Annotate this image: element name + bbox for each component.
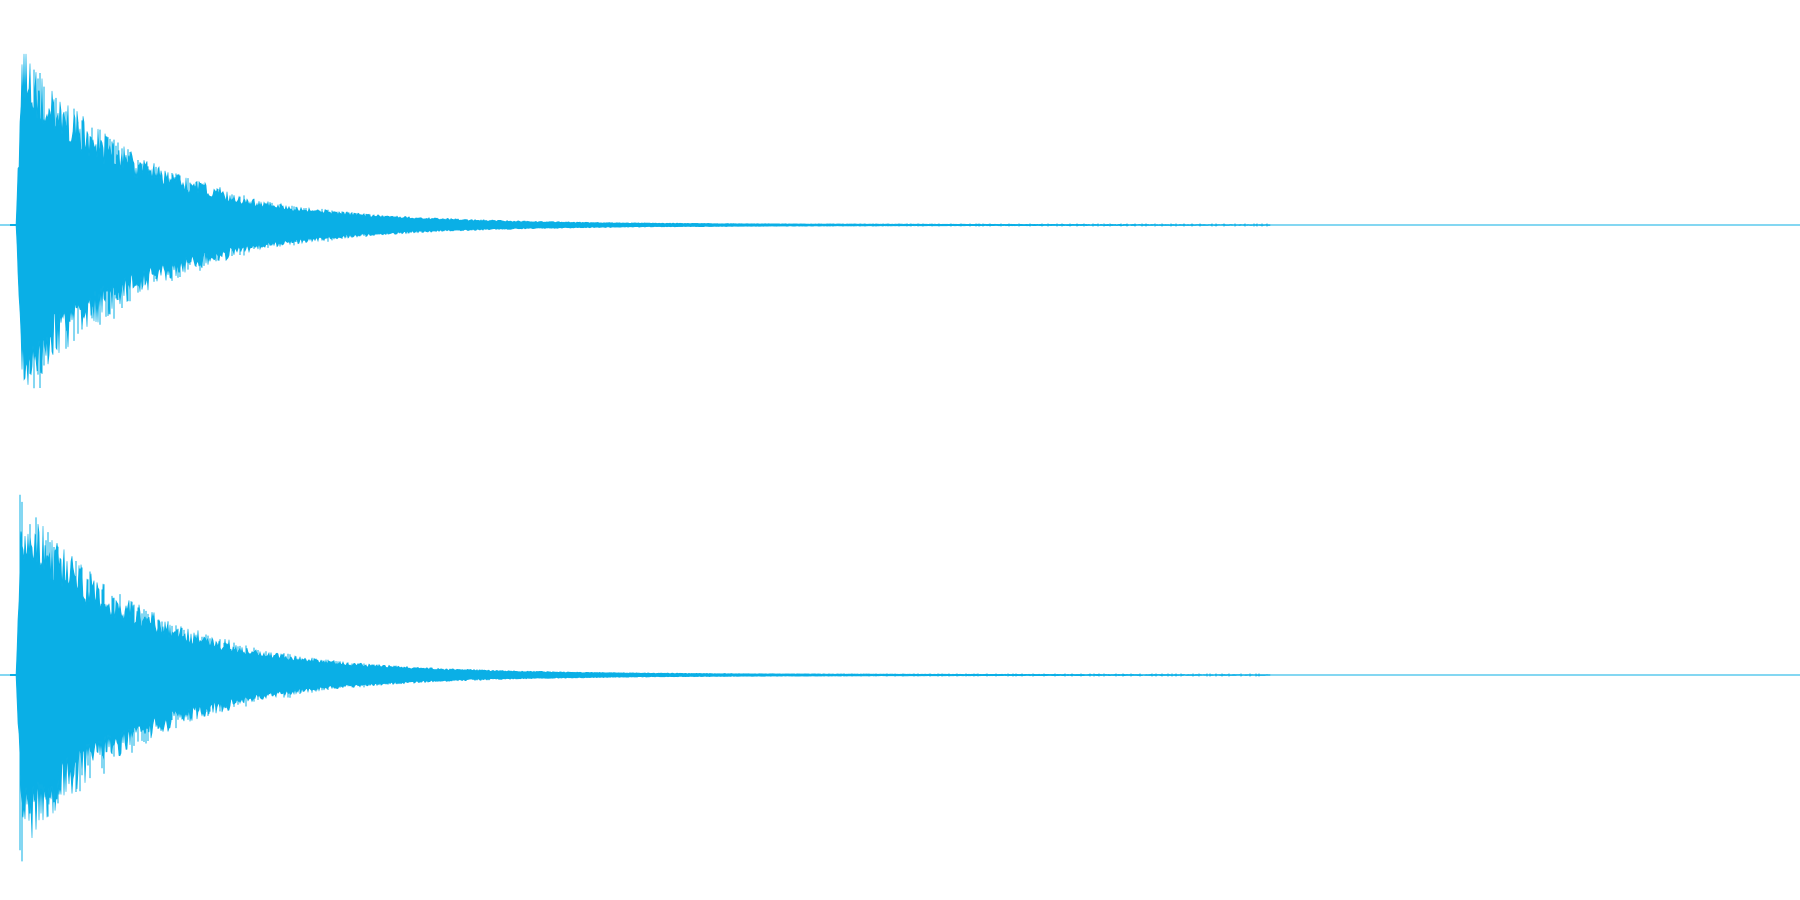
- channel-2-transients: [19, 494, 513, 862]
- waveform-channel-2[interactable]: [0, 450, 1800, 900]
- channel-1-envelope: [15, 53, 1271, 385]
- channel-2-envelope: [15, 523, 1271, 839]
- waveform-channel-1-svg: [0, 53, 1800, 389]
- waveform-channel-1[interactable]: [0, 0, 1800, 450]
- waveform-channel-2-svg: [0, 494, 1800, 862]
- channel-1-transients: [29, 69, 517, 389]
